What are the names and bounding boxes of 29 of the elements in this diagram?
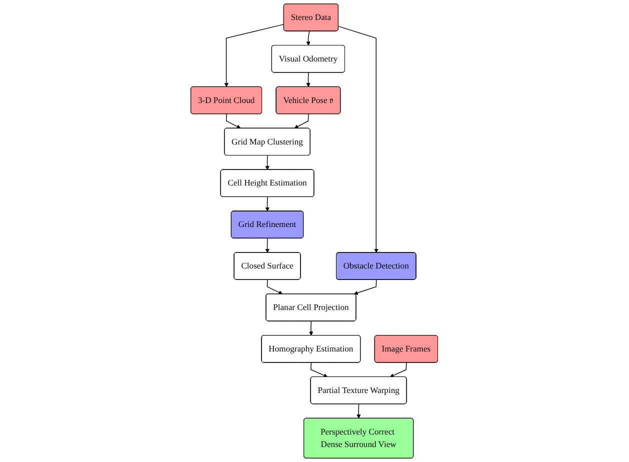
- process-box: Perspectively Correct Dense Surround View: [304, 418, 414, 458]
- arrow: [306, 72, 311, 88]
- arrow: [306, 30, 311, 46]
- process-box: Closed Surface: [234, 252, 301, 280]
- process-box: Homography Estimation: [262, 335, 361, 363]
- process-box: Grid Refinement: [231, 210, 304, 238]
- process-box: Grid Map Clustering: [224, 128, 311, 156]
- arrow: [309, 320, 314, 336]
- process-box: Vehicle Pose 𝔳: [276, 86, 341, 114]
- process-box: Obstacle Detection: [336, 252, 416, 280]
- arrow: [266, 238, 270, 253]
- arrow: [266, 155, 270, 170]
- arrow: [226, 114, 242, 129]
- arrow: [354, 279, 377, 295]
- arrow: [310, 362, 328, 378]
- process-box: Cell Height Estimation: [220, 169, 314, 197]
- arrow: [390, 362, 407, 378]
- arrow: [338, 26, 379, 253]
- arrow: [356, 404, 361, 419]
- process-box: Stereo Data: [284, 4, 339, 32]
- process-box: Planar Cell Projection: [266, 294, 356, 322]
- arrow: [224, 24, 284, 88]
- process-box: Visual Odometry: [272, 45, 346, 73]
- process-box: Image Frames: [374, 335, 438, 363]
- arrow: [267, 279, 283, 294]
- process-box: Partial Texture Warping: [310, 376, 408, 404]
- arrow: [294, 114, 310, 129]
- process-box: 3-D Point Cloud: [190, 86, 262, 114]
- arrow: [266, 196, 270, 212]
